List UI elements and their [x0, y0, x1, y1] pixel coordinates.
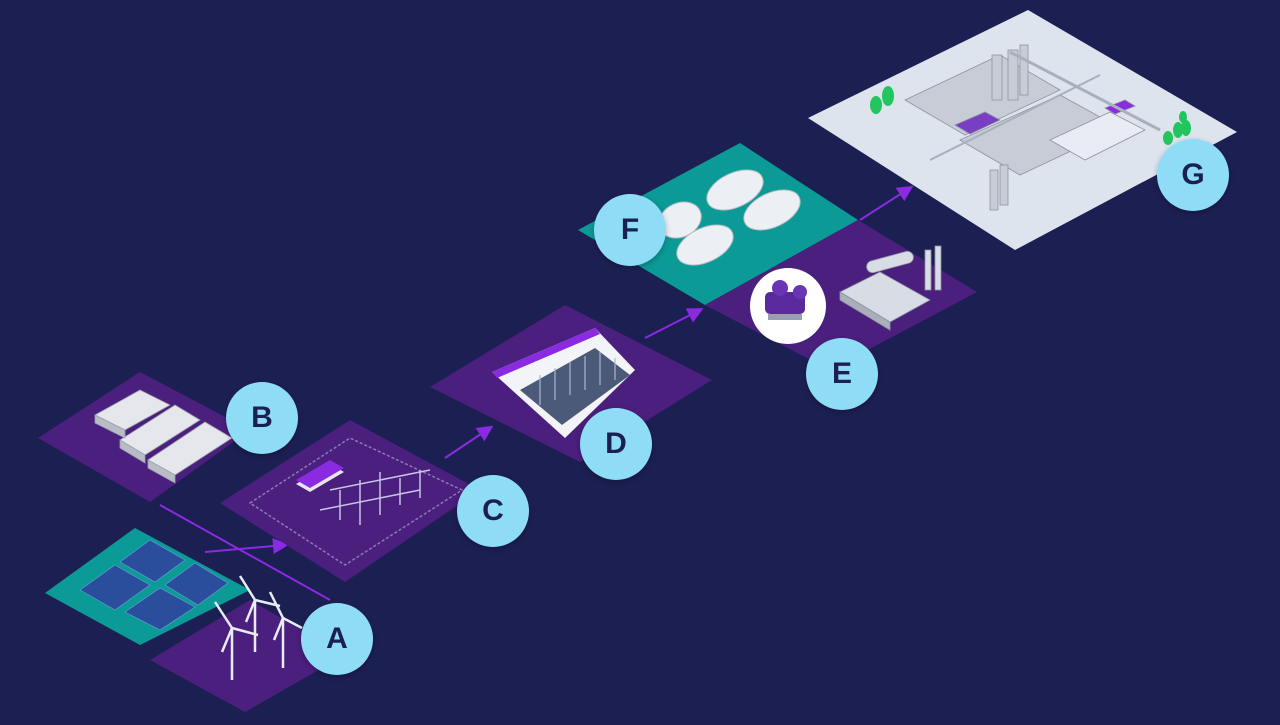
- connector-d-to-e: [644, 308, 704, 339]
- tile-e-compression: [705, 220, 977, 370]
- tile-b-battery: [38, 372, 250, 502]
- badge-a: A: [301, 603, 373, 675]
- tile-d-electrolyzer: [430, 305, 712, 462]
- connector-a-to-c: [204, 538, 289, 555]
- badge-d: D: [580, 408, 652, 480]
- wind-turbine-icon: [213, 575, 303, 680]
- badge-e: E: [806, 338, 878, 410]
- badge-f: F: [594, 194, 666, 266]
- flow-connectors: [159, 185, 914, 601]
- compressor-icon: [765, 280, 807, 320]
- tile-a-solar: [45, 528, 250, 645]
- tile-c-substation: [220, 420, 480, 582]
- storage-tank-icon: [658, 169, 801, 266]
- connector-c-to-d: [444, 425, 494, 459]
- connector-b-to-a: [159, 504, 331, 601]
- tile-f-storage: [578, 143, 858, 305]
- tree-icon: [870, 86, 1191, 145]
- process-skid-icon: [839, 245, 942, 331]
- tile-g-industry: [808, 10, 1237, 250]
- badge-c: C: [457, 475, 529, 547]
- industrial-plant-icon: [904, 44, 1161, 211]
- substation-icon: [296, 460, 431, 525]
- tile-a-wind: [150, 575, 345, 712]
- connector-e-to-g: [859, 185, 914, 221]
- battery-storage-icon: [94, 389, 233, 484]
- electrolyzer-hall-icon: [492, 328, 635, 438]
- badge-g: G: [1157, 139, 1229, 211]
- badge-b: B: [226, 382, 298, 454]
